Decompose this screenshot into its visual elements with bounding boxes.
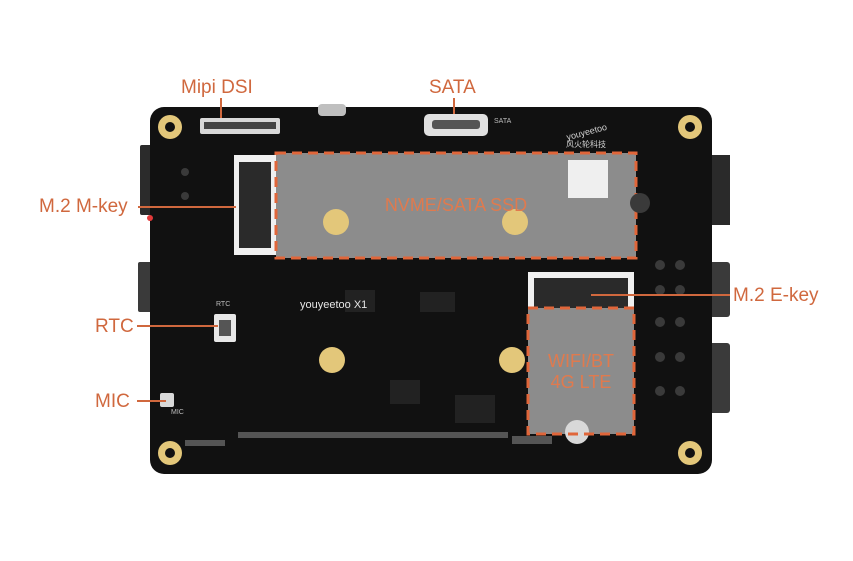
wifi-zone-label-2: 4G LTE (550, 372, 612, 392)
ssd-zone-outline (274, 151, 638, 260)
mic-label: MIC (95, 391, 130, 412)
m2-mkey-label: M.2 M-key (39, 196, 128, 217)
rtc-silk: RTC (216, 301, 231, 308)
wifi-zone-label-1: WIFI/BT (548, 351, 614, 371)
nvme-zone-label: NVME/SATA SSD (384, 195, 528, 215)
mount-hole-mid-r (499, 347, 525, 373)
wifi-zone-outline (526, 306, 636, 436)
mic-element (160, 393, 174, 407)
mipi-dsi-label: Mipi DSI (181, 77, 253, 98)
m2-ekey-label: M.2 E-key (733, 285, 819, 306)
board-name-silk: youyeetoo X1 (300, 299, 368, 311)
wifi-module (528, 308, 634, 434)
sata-label: SATA (429, 77, 476, 98)
mic-silk: MIC (171, 409, 184, 416)
brand-cn-silk: 风火轮科技 (566, 140, 606, 149)
usb-c-connector (318, 104, 346, 116)
rtc-label: RTC (95, 316, 134, 337)
mount-hole-mid-l (319, 347, 345, 373)
sata-silk: SATA (494, 118, 512, 125)
